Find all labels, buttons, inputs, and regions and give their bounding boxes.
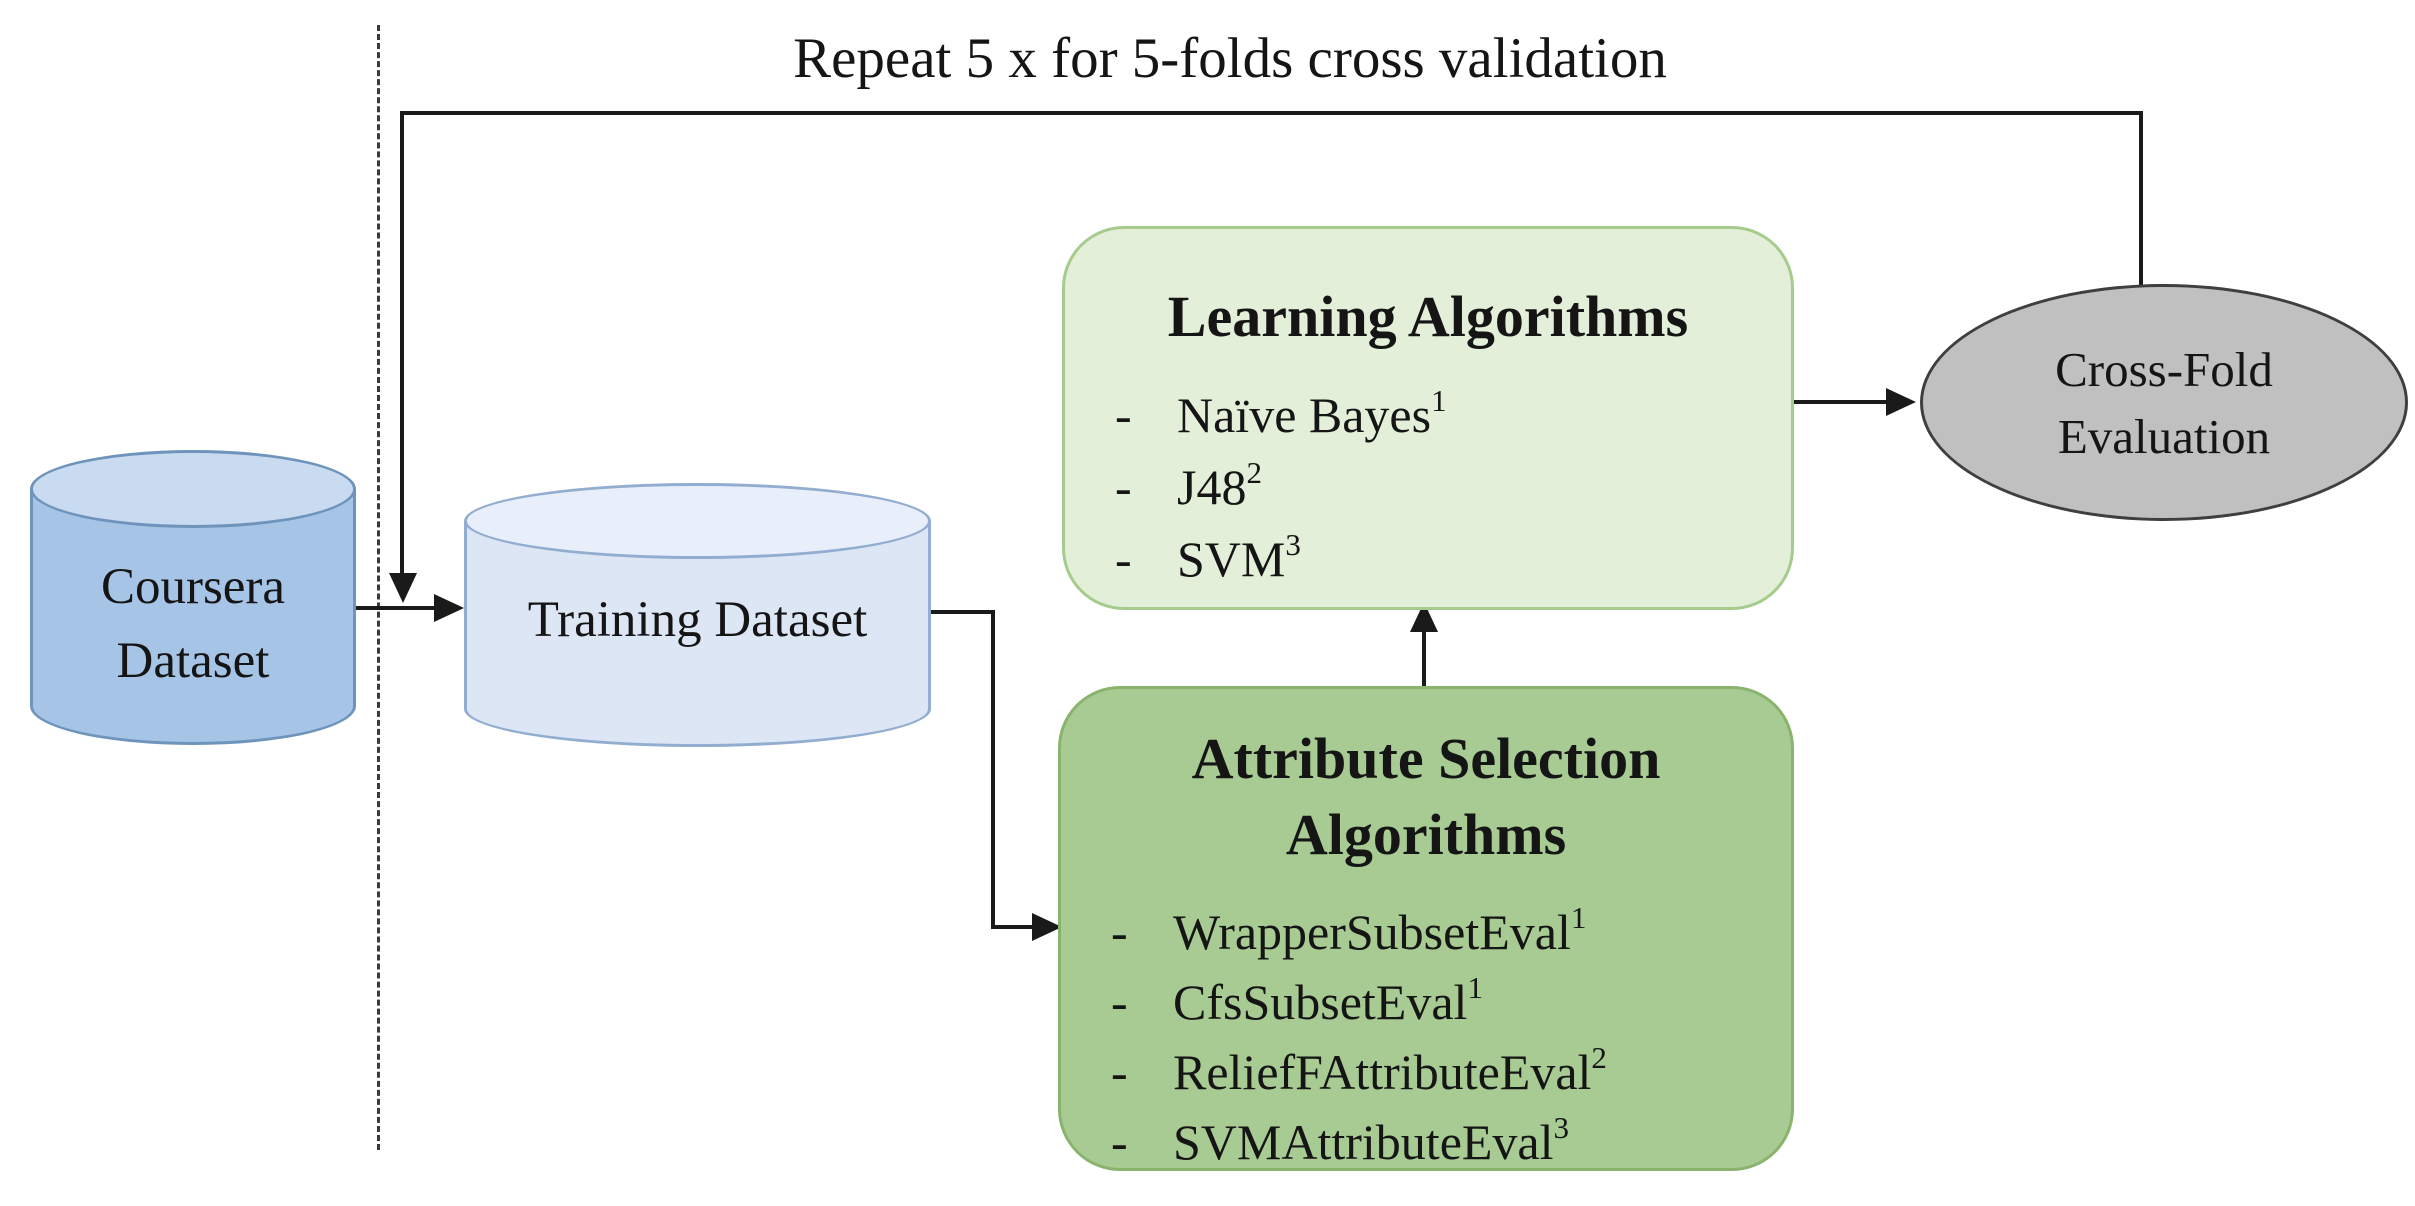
cylinder-top [464, 483, 931, 559]
repeat-loop-right-line [2139, 111, 2143, 287]
learning-algorithms-box: Learning Algorithms - Naïve Bayes1 - J48… [1062, 226, 1794, 610]
attribute-selection-title: Attribute Selection Algorithms [1191, 726, 1661, 867]
cross-fold-evaluation-ellipse: Cross-Fold Evaluation [1920, 284, 2408, 521]
item-superscript: 1 [1467, 969, 1483, 1005]
list-bullet: - [1111, 1044, 1128, 1100]
attribute-item-text: WrapperSubsetEval1 [1173, 899, 1587, 960]
learning-item-text: SVM3 [1177, 526, 1301, 587]
arrow-right-arrowhead-icon [1886, 388, 1916, 416]
arrow-right-arrowhead-icon [1032, 913, 1062, 941]
list-item: - ReliefFAttributeEval2 [1061, 1037, 1791, 1107]
connector-training-to-attribute-h2 [991, 925, 1036, 929]
arrow-learning-to-evaluation [1788, 400, 1890, 404]
list-bullet: - [1115, 531, 1132, 587]
training-dataset-cylinder: Training Dataset [464, 483, 931, 747]
list-item: - CfsSubsetEval1 [1061, 967, 1791, 1037]
arrow-attribute-to-learning [1422, 630, 1426, 688]
repeat-loop-top-line [400, 111, 2143, 115]
attribute-selection-box: Attribute Selection Algorithms - Wrapper… [1058, 686, 1794, 1171]
attribute-item-text: CfsSubsetEval1 [1173, 969, 1483, 1030]
arrow-coursera-to-training [356, 606, 436, 610]
loop-down-arrowhead-icon [389, 573, 417, 603]
learning-item-text: J482 [1177, 454, 1262, 515]
item-superscript: 3 [1285, 526, 1301, 562]
attribute-item-text: SVMAttributeEval3 [1173, 1109, 1570, 1170]
training-dataset-label: Training Dataset [527, 592, 868, 648]
list-item: - Naïve Bayes1 [1065, 379, 1791, 451]
cylinder-top [30, 450, 356, 528]
item-superscript: 2 [1246, 454, 1262, 490]
item-superscript: 1 [1431, 382, 1447, 418]
list-item: - SVMAttributeEval3 [1061, 1107, 1791, 1177]
learning-algorithms-list: - Naïve Bayes1 - J482 - SVM3 [1065, 379, 1791, 595]
list-item: - SVM3 [1065, 523, 1791, 595]
connector-training-to-attribute-h1 [931, 610, 995, 614]
list-bullet: - [1115, 387, 1132, 443]
item-superscript: 2 [1591, 1039, 1607, 1075]
item-superscript: 1 [1570, 899, 1587, 935]
list-bullet: - [1111, 974, 1128, 1030]
list-item: - WrapperSubsetEval1 [1061, 897, 1791, 967]
attribute-item-text: ReliefFAttributeEval2 [1173, 1039, 1607, 1100]
learning-item-text: Naïve Bayes1 [1177, 382, 1447, 443]
cross-fold-evaluation-label: Cross-Fold Evaluation [2055, 341, 2273, 464]
cylinder-body [30, 489, 356, 745]
item-superscript: 3 [1553, 1109, 1570, 1145]
list-bullet: - [1111, 1114, 1128, 1170]
list-item: - J482 [1065, 451, 1791, 523]
coursera-dataset-cylinder: Coursera Dataset [30, 450, 356, 745]
attribute-selection-list: - WrapperSubsetEval1 - CfsSubsetEval1 - … [1061, 897, 1791, 1177]
coursera-dataset-label: Coursera Dataset [100, 559, 286, 689]
repeat-loop-label: Repeat 5 x for 5-folds cross validation [793, 27, 1667, 90]
repeat-loop-left-line [400, 111, 404, 577]
arrow-right-arrowhead-icon [434, 594, 464, 622]
learning-algorithms-title: Learning Algorithms [1167, 284, 1689, 349]
fold-separator-dashed-line [377, 25, 380, 1150]
list-bullet: - [1111, 904, 1128, 960]
list-bullet: - [1115, 459, 1132, 515]
connector-training-to-attribute-v [991, 610, 995, 929]
